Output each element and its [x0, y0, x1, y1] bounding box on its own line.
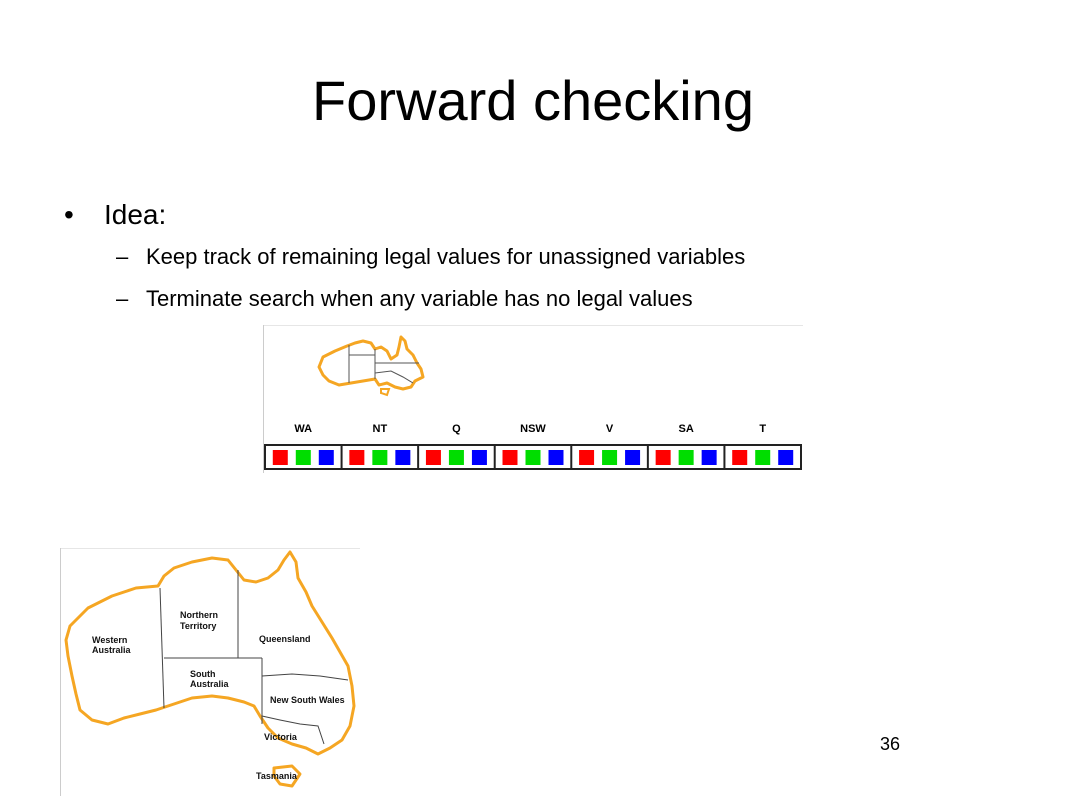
sub-bullet-marker: –: [116, 244, 129, 269]
label-q: Queensland: [259, 634, 311, 644]
value-square: [548, 450, 564, 465]
tasmania-outline: [272, 764, 302, 788]
value-square: [602, 450, 618, 465]
value-square: [502, 450, 518, 465]
variable-label: NSW: [520, 423, 546, 435]
label-sa-line1: South: [190, 669, 216, 679]
label-sa-line2: Australia: [190, 679, 230, 689]
value-square: [579, 450, 595, 465]
value-square: [625, 450, 641, 465]
sub-bullet-marker: –: [116, 286, 129, 311]
value-square: [755, 450, 771, 465]
label-v: Victoria: [264, 732, 298, 742]
value-square: [395, 450, 411, 465]
value-square: [295, 450, 311, 465]
domain-table-figure: WA NT Q NSW V SA T: [263, 325, 803, 473]
mainland-outline: [64, 550, 356, 756]
value-square: [425, 450, 441, 465]
value-square: [471, 450, 487, 465]
value-square: [655, 450, 671, 465]
label-nsw: New South Wales: [270, 695, 345, 705]
label-wa-line2: Australia: [92, 645, 132, 655]
label-nt-line2: Territory: [180, 621, 216, 631]
label-nt-line1: Northern: [180, 610, 218, 620]
variable-label: SA: [679, 423, 694, 435]
variable-label: V: [606, 423, 614, 435]
sub-bullet-text: Keep track of remaining legal values for…: [146, 244, 746, 269]
slide-title: Forward checking: [312, 69, 754, 132]
value-square: [272, 450, 288, 465]
bullet-text: Idea:: [104, 199, 167, 230]
value-square: [448, 450, 464, 465]
value-square: [732, 450, 748, 465]
value-square: [525, 450, 541, 465]
sub-bullet-text: Terminate search when any variable has n…: [146, 286, 693, 311]
australia-map: Western Australia Northern Territory Que…: [60, 548, 360, 796]
mini-australia-map: [317, 335, 425, 397]
value-square: [778, 450, 794, 465]
value-square: [349, 450, 365, 465]
variable-label: WA: [294, 423, 312, 435]
label-t: Tasmania: [256, 771, 298, 781]
value-square: [701, 450, 717, 465]
page-number: 36: [879, 734, 901, 754]
variable-label: NT: [373, 423, 388, 435]
value-square: [372, 450, 388, 465]
variable-label: T: [759, 423, 766, 435]
bullet-marker: •: [64, 199, 74, 230]
value-square: [678, 450, 694, 465]
label-wa-line1: Western: [92, 635, 127, 645]
variable-label: Q: [452, 423, 461, 435]
value-square: [318, 450, 334, 465]
